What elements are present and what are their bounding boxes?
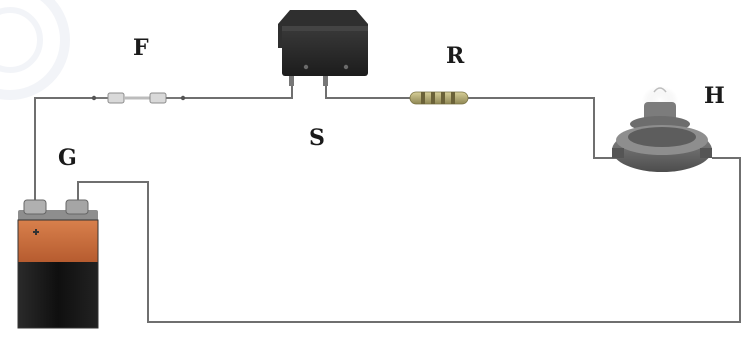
resistor-label: R	[446, 43, 465, 69]
lamp-label: H	[704, 83, 725, 109]
switch	[278, 10, 368, 86]
fuse	[91, 92, 186, 104]
wires	[34, 86, 741, 323]
wire-resistor-to-lamp	[468, 97, 618, 159]
wire-battery-to-fuse	[34, 97, 96, 200]
battery-label: G	[58, 145, 77, 171]
resistor	[409, 91, 469, 105]
fuse-label: F	[133, 35, 149, 61]
switch-label: S	[309, 125, 325, 151]
battery	[17, 199, 99, 329]
watermark	[0, 0, 70, 100]
wire-lamp-return	[77, 157, 741, 323]
wire-fuse-to-switch	[182, 86, 293, 99]
lamp	[612, 86, 712, 172]
wire-switch-to-resistor	[325, 86, 410, 99]
